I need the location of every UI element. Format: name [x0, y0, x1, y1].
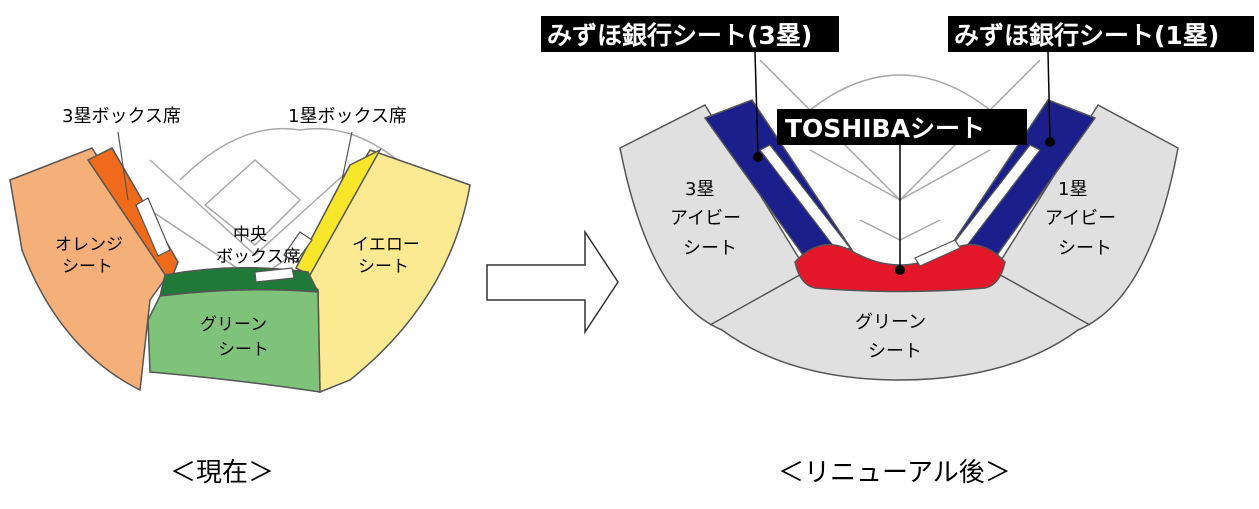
label-ivy-1b-3: シート	[1058, 238, 1112, 259]
label-ivy-3b-1: 3塁	[685, 179, 714, 200]
divider-3b-green	[709, 271, 806, 326]
caption-current: ＜現在＞	[170, 458, 275, 488]
label-green-left-2: シート	[218, 340, 269, 360]
mizuho-3b-white-strip	[759, 144, 851, 253]
dot-mizuho-3b	[753, 152, 763, 162]
leader-mizuho-1b	[1047, 51, 1051, 141]
renewed-layout-diagram: みずほ銀行シート(3塁) みずほ銀行シート(1塁) TOSHIBAシート 3塁 …	[541, 16, 1254, 381]
label-mizuho-3b: みずほ銀行シート(3塁)	[547, 21, 812, 50]
label-ivy-3b-3: シート	[683, 238, 737, 259]
label-mizuho-1b: みずほ銀行シート(1塁)	[954, 21, 1219, 50]
label-1b-box-seat: 1塁ボックス席	[288, 106, 407, 127]
divider-1b-green	[994, 271, 1091, 326]
callout-line-3b-box	[117, 131, 129, 201]
label-toshiba: TOSHIBAシート	[785, 114, 985, 143]
label-box-toshiba	[777, 109, 1027, 145]
label-3b-box-seat: 3塁ボックス席	[62, 106, 181, 127]
callout-line-1b-box	[341, 131, 353, 181]
dot-mizuho-1b	[1045, 137, 1055, 147]
label-green-right-2: シート	[868, 341, 922, 362]
box-marker-3b	[135, 197, 171, 257]
label-ivy-1b-1: 1塁	[1058, 179, 1087, 200]
label-orange-2: シート	[62, 257, 113, 277]
label-ivy-1b-2: アイビー	[1045, 208, 1116, 229]
label-box-mizuho-1b	[948, 16, 1254, 52]
current-layout-diagram: 3塁ボックス席 1塁ボックス席 中央 ボックス席 オレンジ シート イエロー シ…	[9, 106, 471, 394]
transition-arrow	[486, 229, 619, 335]
label-orange-1: オレンジ	[55, 235, 123, 255]
center-box-marker	[254, 267, 295, 283]
label-ivy-3b-2: アイビー	[670, 208, 741, 229]
label-yellow-2: シート	[358, 257, 409, 277]
label-box-mizuho-3b	[541, 16, 839, 52]
label-center-box-1: 中央	[233, 225, 267, 245]
leader-mizuho-3b	[754, 51, 759, 156]
caption-renewed: ＜リニューアル後＞	[778, 458, 1011, 488]
label-green-right-1: グリーン	[855, 312, 926, 333]
dot-toshiba	[895, 265, 905, 275]
label-center-box-2: ボックス席	[216, 247, 301, 267]
box-marker-1b	[283, 231, 313, 263]
green-seat-area	[147, 289, 321, 393]
label-green-left-1: グリーン	[200, 315, 267, 335]
toshiba-white-strip	[914, 239, 961, 267]
label-yellow-1: イエロー	[352, 235, 420, 255]
